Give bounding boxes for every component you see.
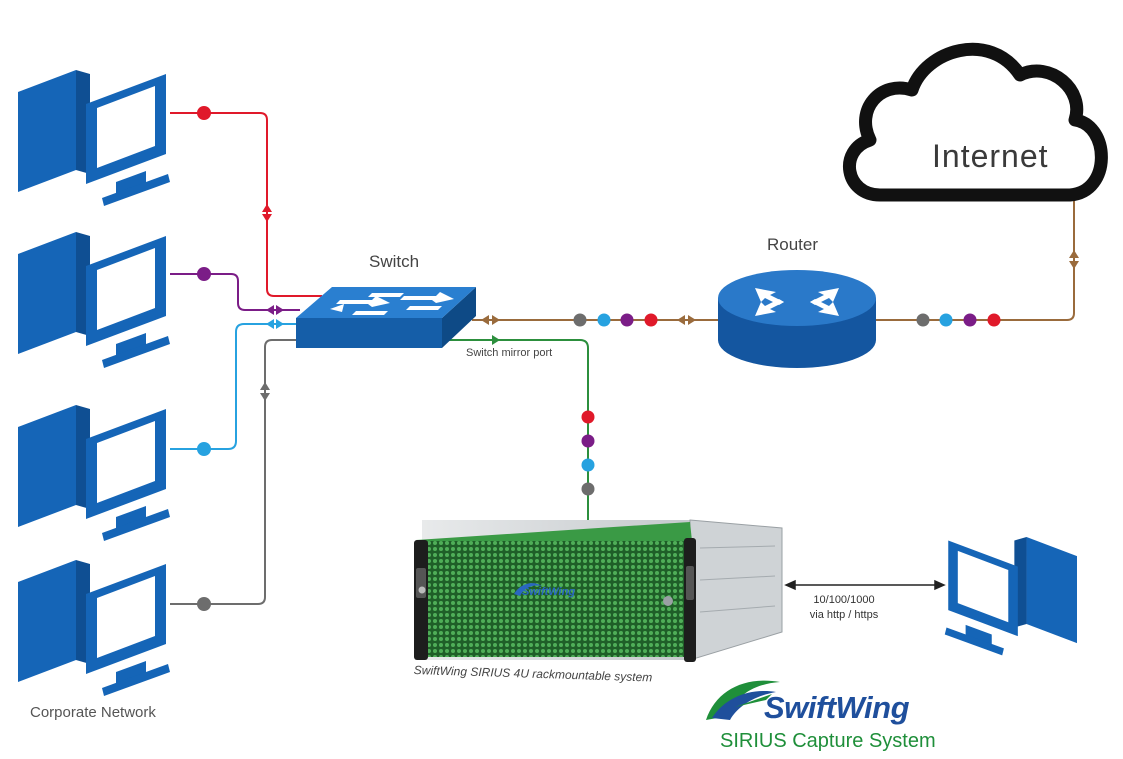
network-switch-icon bbox=[296, 287, 476, 348]
router-icon bbox=[718, 270, 876, 368]
corporate-network-label: Corporate Network bbox=[30, 704, 156, 721]
cable-gray bbox=[170, 339, 296, 605]
brand-name: SwiftWing bbox=[764, 690, 910, 725]
rack-server-icon bbox=[414, 519, 783, 662]
gray-arrow-icon bbox=[260, 382, 270, 401]
cable-red bbox=[170, 112, 322, 297]
mirror-port-label: Switch mirror port bbox=[466, 347, 553, 359]
brown-arrow-icon bbox=[1069, 250, 1079, 269]
cable-cyan bbox=[170, 323, 296, 450]
cable-mirror-green bbox=[440, 339, 589, 520]
mgmt-link bbox=[784, 579, 946, 591]
management-protocol: via http / https bbox=[809, 609, 879, 621]
switch-label: Switch bbox=[369, 252, 420, 271]
management-speed: 10/100/1000 bbox=[813, 594, 875, 606]
green-arrow-icon bbox=[492, 335, 500, 345]
computer-icon bbox=[18, 70, 170, 206]
management-computer-icon bbox=[944, 537, 1077, 656]
management-link-label: 10/100/1000 via http / https bbox=[784, 593, 904, 623]
swift-bird-logo-icon bbox=[706, 680, 780, 720]
packet-dots bbox=[197, 106, 1001, 611]
cloud-icon bbox=[843, 42, 1108, 202]
bezel-logo-text: SwiftWing bbox=[522, 586, 576, 598]
computer-icon bbox=[18, 560, 170, 696]
router-label: Router bbox=[767, 235, 819, 254]
computer-icon bbox=[18, 232, 170, 368]
cable-arrows bbox=[260, 204, 1079, 401]
cable-purple bbox=[170, 273, 300, 311]
cyan-arrow-icon bbox=[266, 319, 284, 329]
purple-arrow-icon bbox=[266, 305, 284, 315]
brown-arrow-icon bbox=[677, 315, 696, 325]
red-arrow-icon bbox=[262, 204, 272, 222]
computer-icon bbox=[18, 405, 170, 541]
swift-bird-logo-icon bbox=[514, 583, 542, 596]
internet-label: Internet bbox=[932, 138, 1049, 174]
brand-product: SIRIUS Capture System bbox=[720, 730, 936, 752]
brown-arrow-icon bbox=[481, 315, 500, 325]
